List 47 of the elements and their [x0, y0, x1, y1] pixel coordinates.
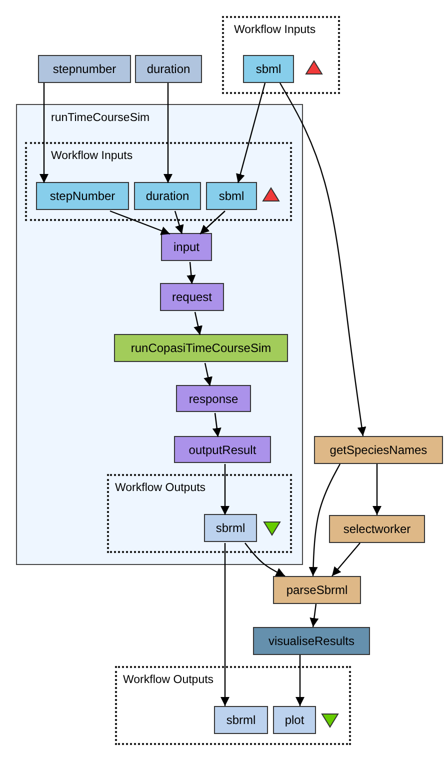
port-group-frame: [222, 16, 340, 94]
process-box: selectworker: [329, 515, 425, 543]
process-box: input: [161, 233, 212, 261]
process-box: parseSbrml: [273, 576, 361, 604]
arrow: [110, 210, 170, 235]
arrow: [332, 542, 360, 576]
process-box: runCopasiTimeCourseSim: [114, 334, 288, 362]
arrow: [279, 82, 366, 436]
arrow: [236, 82, 266, 184]
process-box: stepNumber: [36, 182, 129, 210]
port-group-frame: [25, 142, 292, 221]
group-heading: Workflow Inputs: [51, 150, 133, 162]
process-box: response: [176, 385, 251, 412]
process-box: stepnumber: [38, 55, 131, 83]
arrow: [296, 655, 304, 706]
process-box: request: [160, 283, 224, 311]
subworkflow-panel: [16, 104, 303, 565]
group-heading: runTimeCourseSim: [51, 112, 150, 124]
arrow: [186, 262, 196, 284]
process-box: sbrml: [204, 514, 257, 542]
port-group-frame: [115, 666, 351, 745]
arrow: [194, 312, 202, 336]
process-box: plot: [273, 706, 316, 734]
arrow: [244, 542, 286, 577]
process-box: duration: [135, 55, 202, 83]
process-box: duration: [134, 182, 201, 210]
arrow: [174, 210, 184, 234]
process-box: sbml: [243, 55, 294, 83]
arrow: [308, 464, 341, 576]
arrow: [200, 210, 226, 234]
arrow: [164, 83, 172, 183]
arrow: [372, 464, 382, 515]
process-box: outputResult: [174, 436, 271, 463]
process-box: getSpeciesNames: [314, 436, 443, 464]
process-box: sbml: [206, 182, 257, 210]
group-heading: Workflow Outputs: [123, 674, 214, 686]
group-heading: Workflow Outputs: [115, 482, 206, 494]
arrow: [220, 464, 230, 515]
arrow: [40, 83, 48, 183]
arrow: [212, 412, 222, 438]
port-group-frame: [107, 474, 292, 553]
group-heading: Workflow Inputs: [234, 24, 316, 36]
arrow: [220, 543, 230, 706]
process-box: sbrml: [214, 706, 268, 734]
arrow: [204, 362, 212, 386]
process-box: visualiseResults: [253, 627, 370, 655]
arrow: [310, 604, 319, 628]
